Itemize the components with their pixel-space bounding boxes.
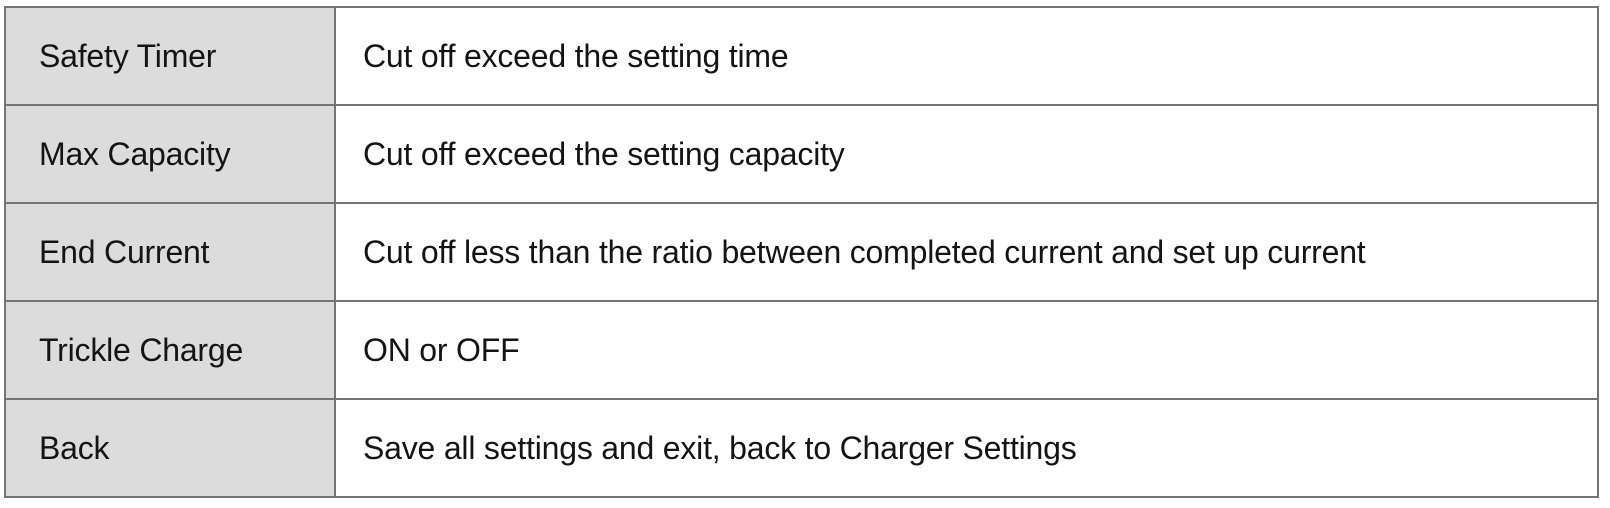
setting-description-cell: Cut off exceed the setting capacity	[334, 104, 1599, 204]
setting-description-cell: Save all settings and exit, back to Char…	[334, 398, 1599, 498]
setting-name-cell: Max Capacity	[4, 104, 336, 204]
setting-description-cell: Cut off less than the ratio between comp…	[334, 202, 1599, 302]
setting-description-cell: ON or OFF	[334, 300, 1599, 400]
table-row: Back Save all settings and exit, back to…	[4, 398, 1599, 498]
setting-name-cell: Trickle Charge	[4, 300, 336, 400]
setting-description-cell: Cut off exceed the setting time	[334, 6, 1599, 106]
setting-name-cell: Back	[4, 398, 336, 498]
setting-name-cell: End Current	[4, 202, 336, 302]
table-row: Max Capacity Cut off exceed the setting …	[4, 104, 1599, 204]
table-row: Safety Timer Cut off exceed the setting …	[4, 6, 1599, 106]
settings-table-body: Safety Timer Cut off exceed the setting …	[4, 6, 1599, 498]
setting-name-cell: Safety Timer	[4, 6, 336, 106]
table-row: Trickle Charge ON or OFF	[4, 300, 1599, 400]
table-row: End Current Cut off less than the ratio …	[4, 202, 1599, 302]
settings-description-table: Safety Timer Cut off exceed the setting …	[4, 6, 1599, 498]
